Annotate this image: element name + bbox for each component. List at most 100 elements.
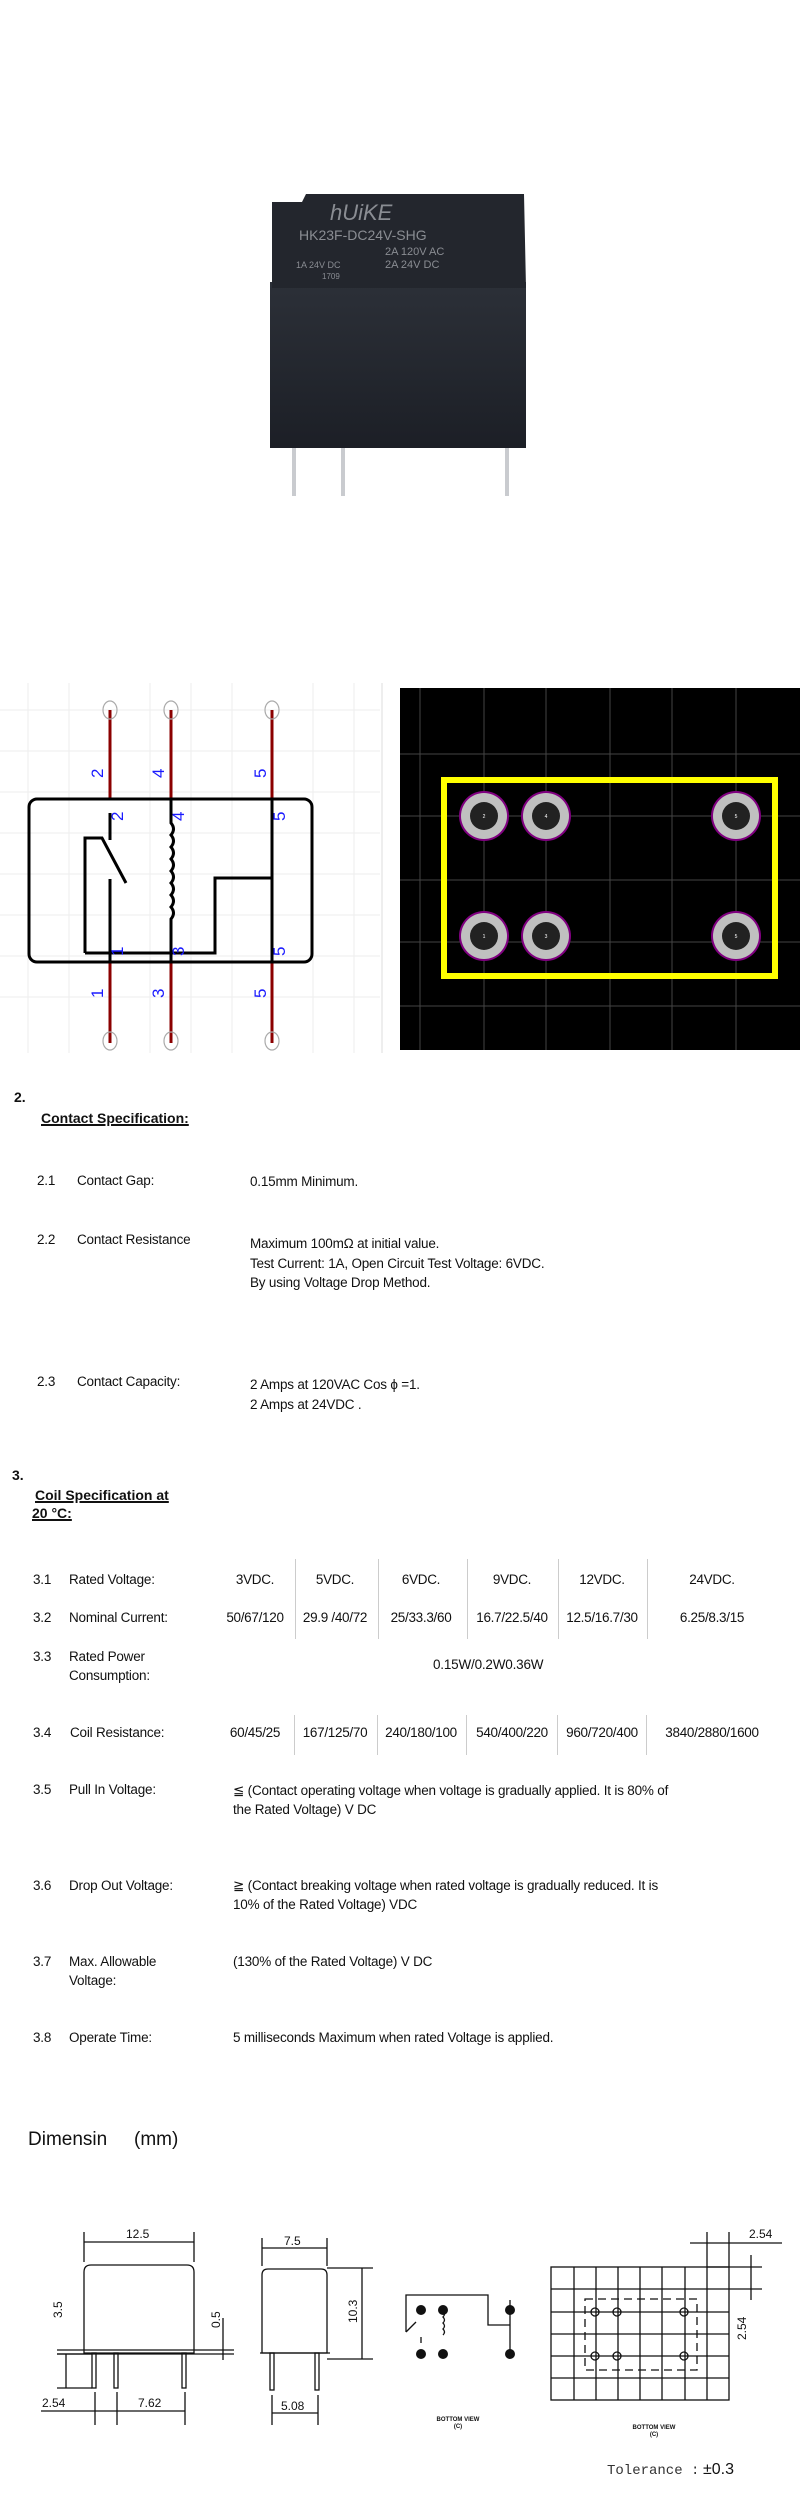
spec-value: (130% of the Rated Voltage) V DC [233, 1954, 433, 1969]
table-cell: 6.25/8.3/15 [679, 1610, 745, 1625]
pcb-pad: 1 [459, 911, 509, 961]
spec-value: 10% of the Rated Voltage) VDC [233, 1897, 418, 1912]
spec-number: 3.8 [33, 2030, 52, 2045]
pad-label: 2 [483, 814, 486, 820]
spec-number: 3.1 [33, 1572, 52, 1587]
table-cell: 12VDC. [579, 1572, 625, 1587]
bottom-view-sub: (C) [454, 2424, 462, 2430]
dim-label: 3.5 [51, 2301, 65, 2318]
bottom-view-label: BOTTOM VIEW [437, 2417, 480, 2423]
table-cell: 960/720/400 [566, 1725, 638, 1740]
table-cell: 29.9 /40/72 [302, 1610, 368, 1625]
spec-value: 0.15W/0.2W0.36W [433, 1657, 544, 1672]
pad-label: 3 [545, 934, 548, 940]
section-title: Coil Specification at [35, 1487, 169, 1503]
bottom-view-sub: (C) [650, 2432, 658, 2438]
spec-number: 3.2 [33, 1610, 52, 1625]
spec-label: Operate Time: [69, 2030, 152, 2045]
table-cell: 3840/2880/1600 [665, 1725, 759, 1740]
dim-label: 5.08 [281, 2399, 305, 2413]
board-outline [441, 777, 778, 979]
spec-label: Nominal Current: [69, 1610, 168, 1625]
coil-icon [169, 799, 175, 962]
spec-value: the Rated Voltage) V DC [233, 1802, 377, 1817]
pcb-pad: 5 [711, 791, 761, 841]
dim-label: 7.62 [138, 2396, 162, 2410]
pin-label: 5 [270, 947, 289, 956]
pin-label: 4 [169, 812, 188, 821]
spec-label: Voltage: [69, 1973, 117, 1988]
spec-number: 3.3 [33, 1649, 52, 1664]
table-cell: 6VDC. [401, 1572, 441, 1587]
schematic-symbol: 2 4 5 2 4 5 1 3 5 1 3 5 [0, 683, 385, 1053]
spec-value: 2 Amps at 120VAC Cos ϕ =1. [250, 1377, 420, 1392]
table-cell: 540/400/220 [476, 1725, 548, 1740]
spec-number: 2.3 [37, 1374, 56, 1389]
table-cell: 50/67/120 [226, 1610, 284, 1625]
pin-label: 2 [88, 769, 107, 778]
section-title-line2: 20 °C: [32, 1505, 72, 1521]
spec-label: Rated Voltage: [69, 1572, 155, 1587]
table-cell: 25/33.3/60 [390, 1610, 452, 1625]
spec-value: 0.15mm Minimum. [250, 1174, 359, 1189]
pcb-footprint: 2 4 5 1 3 5 [400, 688, 800, 1050]
spec-label: Contact Gap: [77, 1173, 155, 1188]
pin-label: 4 [149, 769, 168, 778]
pcb-svg: 2 4 5 1 3 5 [400, 688, 800, 1050]
schematic-svg: 2 4 5 2 4 5 1 3 5 1 3 5 [0, 683, 383, 1053]
spec-label: Consumption: [69, 1668, 150, 1683]
pcb-pad: 3 [521, 911, 571, 961]
pin-label: 3 [149, 989, 168, 998]
pin-label: 3 [169, 947, 188, 956]
spec-label: Contact Capacity: [77, 1374, 181, 1389]
table-cell: 240/180/100 [385, 1725, 457, 1740]
spec-label: Pull In Voltage: [69, 1782, 156, 1797]
spec-number: 3.7 [33, 1954, 52, 1969]
relay-photo: hUiKE HK23F-DC24V-SHG 2A 120V AC 2A 24V … [270, 194, 526, 496]
spec-number: 3.4 [33, 1725, 52, 1740]
spec-value: Test Current: 1A, Open Circuit Test Volt… [250, 1256, 545, 1271]
spec-label: Coil Resistance: [70, 1725, 165, 1740]
spec-number: 3.5 [33, 1782, 52, 1797]
dim-label: 10.3 [346, 2299, 360, 2323]
tolerance-label: Tolerance : [607, 2463, 699, 2479]
dim-label: 0.5 [209, 2311, 223, 2328]
spec-number: 3.6 [33, 1878, 52, 1893]
brand-logo: hUiKE [330, 200, 393, 225]
dim-label: 7.5 [284, 2234, 301, 2248]
spec-number: 2.1 [37, 1173, 56, 1188]
pad-label: 1 [483, 934, 486, 940]
pad-label: 5 [735, 814, 738, 820]
table-cell: 16.7/22.5/40 [476, 1610, 548, 1625]
spec-label: Max. Allowable [69, 1954, 157, 1969]
rating-dc: 2A 24V DC [385, 259, 439, 271]
spec-value: Maximum 100mΩ at initial value. [250, 1236, 440, 1251]
relay-top [272, 194, 526, 288]
date-code: 1709 [322, 272, 340, 281]
dimension-unit: (mm) [134, 2129, 179, 2150]
table-cell: 167/125/70 [302, 1725, 368, 1740]
dimension-drawing: 12.5 3.5 0.5 2.54 7.62 7.5 10.3 5.08 2.5… [0, 2200, 800, 2490]
dim-label: 2.54 [735, 2316, 749, 2340]
table-cell: 60/45/25 [229, 1725, 281, 1740]
pin-label: 1 [88, 989, 107, 998]
pcb-pad: 5 [711, 911, 761, 961]
bottom-view-label: BOTTOM VIEW [633, 2425, 676, 2431]
section-number: 2. [14, 1089, 26, 1105]
pin-label: 5 [251, 989, 270, 998]
spec-label: Drop Out Voltage: [69, 1878, 173, 1893]
dimension-svg: 12.5 3.5 0.5 2.54 7.62 7.5 10.3 5.08 2.5… [41, 2227, 782, 2479]
spec-value: ≧ (Contact breaking voltage when rated v… [233, 1878, 659, 1893]
table-cell: 12.5/16.7/30 [566, 1610, 638, 1625]
side-view [261, 2268, 328, 2354]
rating-ul: 1A 24V DC [296, 260, 341, 270]
pin [505, 440, 509, 496]
pin-label: 5 [251, 769, 270, 778]
table-cell: 3VDC. [235, 1572, 275, 1587]
pin [341, 440, 345, 496]
spec-value: By using Voltage Drop Method. [250, 1275, 431, 1290]
pcb-pad: 4 [521, 791, 571, 841]
dim-label: 2.54 [749, 2227, 773, 2241]
pad-label: 4 [545, 814, 548, 820]
dim-label: 12.5 [126, 2227, 150, 2241]
